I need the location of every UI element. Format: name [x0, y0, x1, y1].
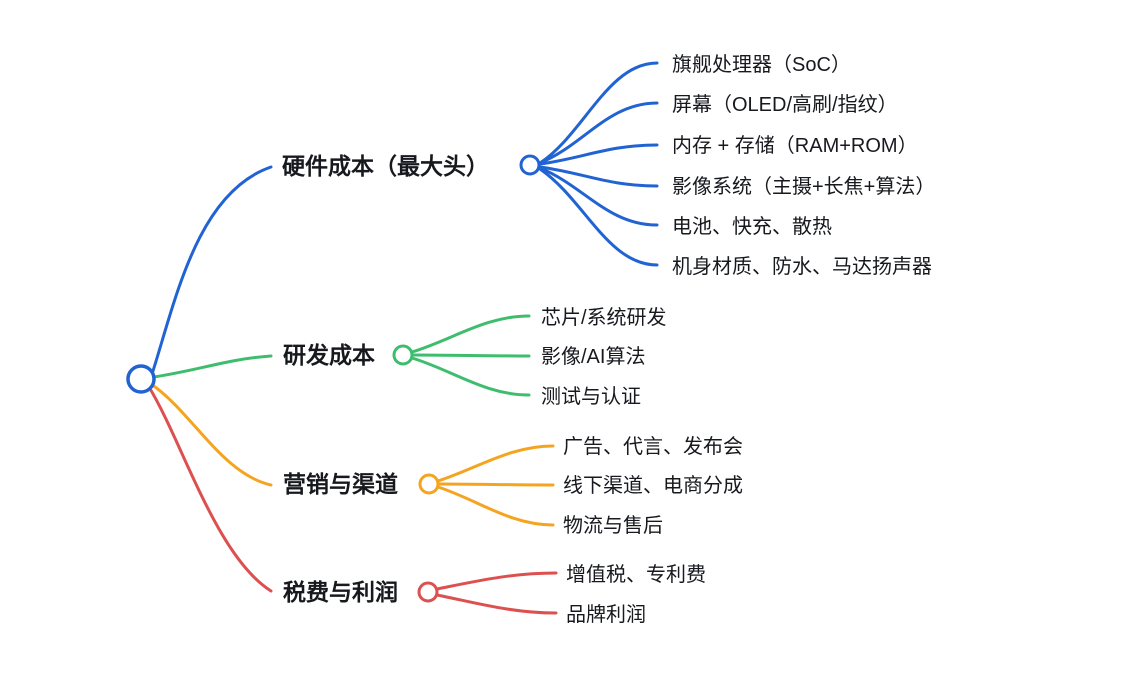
- child-curve-hardware: [538, 143, 659, 166]
- branch-node-hardware[interactable]: [519, 154, 541, 176]
- branch-curve-tax: [147, 385, 273, 593]
- branch-tax: 税费与利润 增值税、专利费 品牌利润: [147, 385, 706, 626]
- branch-label-marketing[interactable]: 营销与渠道: [283, 471, 398, 497]
- marketing-child-label[interactable]: 广告、代言、发布会: [563, 435, 743, 458]
- child-curve-hardware: [538, 61, 659, 165]
- child-curve-marketing: [436, 482, 555, 487]
- rnd-child-label[interactable]: 影像/AI算法: [541, 345, 645, 368]
- child-curve-hardware: [538, 165, 659, 188]
- hardware-child-label[interactable]: 影像系统（主摄+长焦+算法）: [672, 175, 935, 198]
- child-curve-tax: [435, 571, 558, 591]
- branch-label-hardware[interactable]: 硬件成本（最大头）: [282, 153, 489, 179]
- rnd-child-label[interactable]: 测试与认证: [541, 385, 641, 408]
- child-curve-hardware: [538, 166, 659, 227]
- marketing-child-label[interactable]: 物流与售后: [563, 514, 663, 537]
- branch-curve-marketing: [149, 382, 273, 487]
- child-curve-rnd: [410, 356, 531, 397]
- hardware-child-label[interactable]: 内存 + 存储（RAM+ROM）: [672, 134, 918, 157]
- tax-child-label[interactable]: 增值税、专利费: [566, 563, 706, 586]
- marketing-child-label[interactable]: 线下渠道、电商分成: [563, 474, 743, 497]
- rnd-child-label[interactable]: 芯片/系统研发: [541, 306, 667, 329]
- child-curve-marketing: [436, 485, 555, 527]
- branch-label-rnd[interactable]: 研发成本: [283, 342, 375, 368]
- branch-curve-rnd: [152, 354, 273, 379]
- tax-child-label[interactable]: 品牌利润: [566, 603, 646, 626]
- hardware-child-label[interactable]: 旗舰处理器（SoC）: [672, 53, 851, 76]
- child-curve-rnd: [410, 314, 531, 354]
- branch-curve-hardware: [151, 165, 273, 373]
- child-curve-marketing: [436, 444, 555, 483]
- hardware-child-label[interactable]: 电池、快充、散热: [672, 215, 832, 238]
- branch-rnd: 研发成本 芯片/系统研发 影像/AI算法 测试与认证: [152, 306, 667, 408]
- branch-label-tax[interactable]: 税费与利润: [283, 579, 398, 605]
- hardware-child-label[interactable]: 屏幕（OLED/高刷/指纹）: [672, 93, 898, 116]
- branch-node-tax[interactable]: [417, 581, 439, 603]
- child-curve-rnd: [410, 353, 531, 358]
- branch-marketing: 营销与渠道 广告、代言、发布会 线下渠道、电商分成 物流与售后: [149, 382, 743, 537]
- root-node[interactable]: [126, 364, 156, 394]
- branch-node-rnd[interactable]: [392, 344, 414, 366]
- child-curve-hardware: [538, 167, 659, 267]
- child-curve-hardware: [538, 101, 659, 165]
- branch-hardware: 硬件成本（最大头） 旗舰处理器（SoC） 屏幕（OLED/高刷/指纹） 内存 +…: [151, 53, 935, 373]
- child-curve-tax: [435, 593, 558, 615]
- hardware-child-label[interactable]: 机身材质、防水、马达扬声器: [672, 255, 932, 278]
- branch-node-marketing[interactable]: [418, 473, 440, 495]
